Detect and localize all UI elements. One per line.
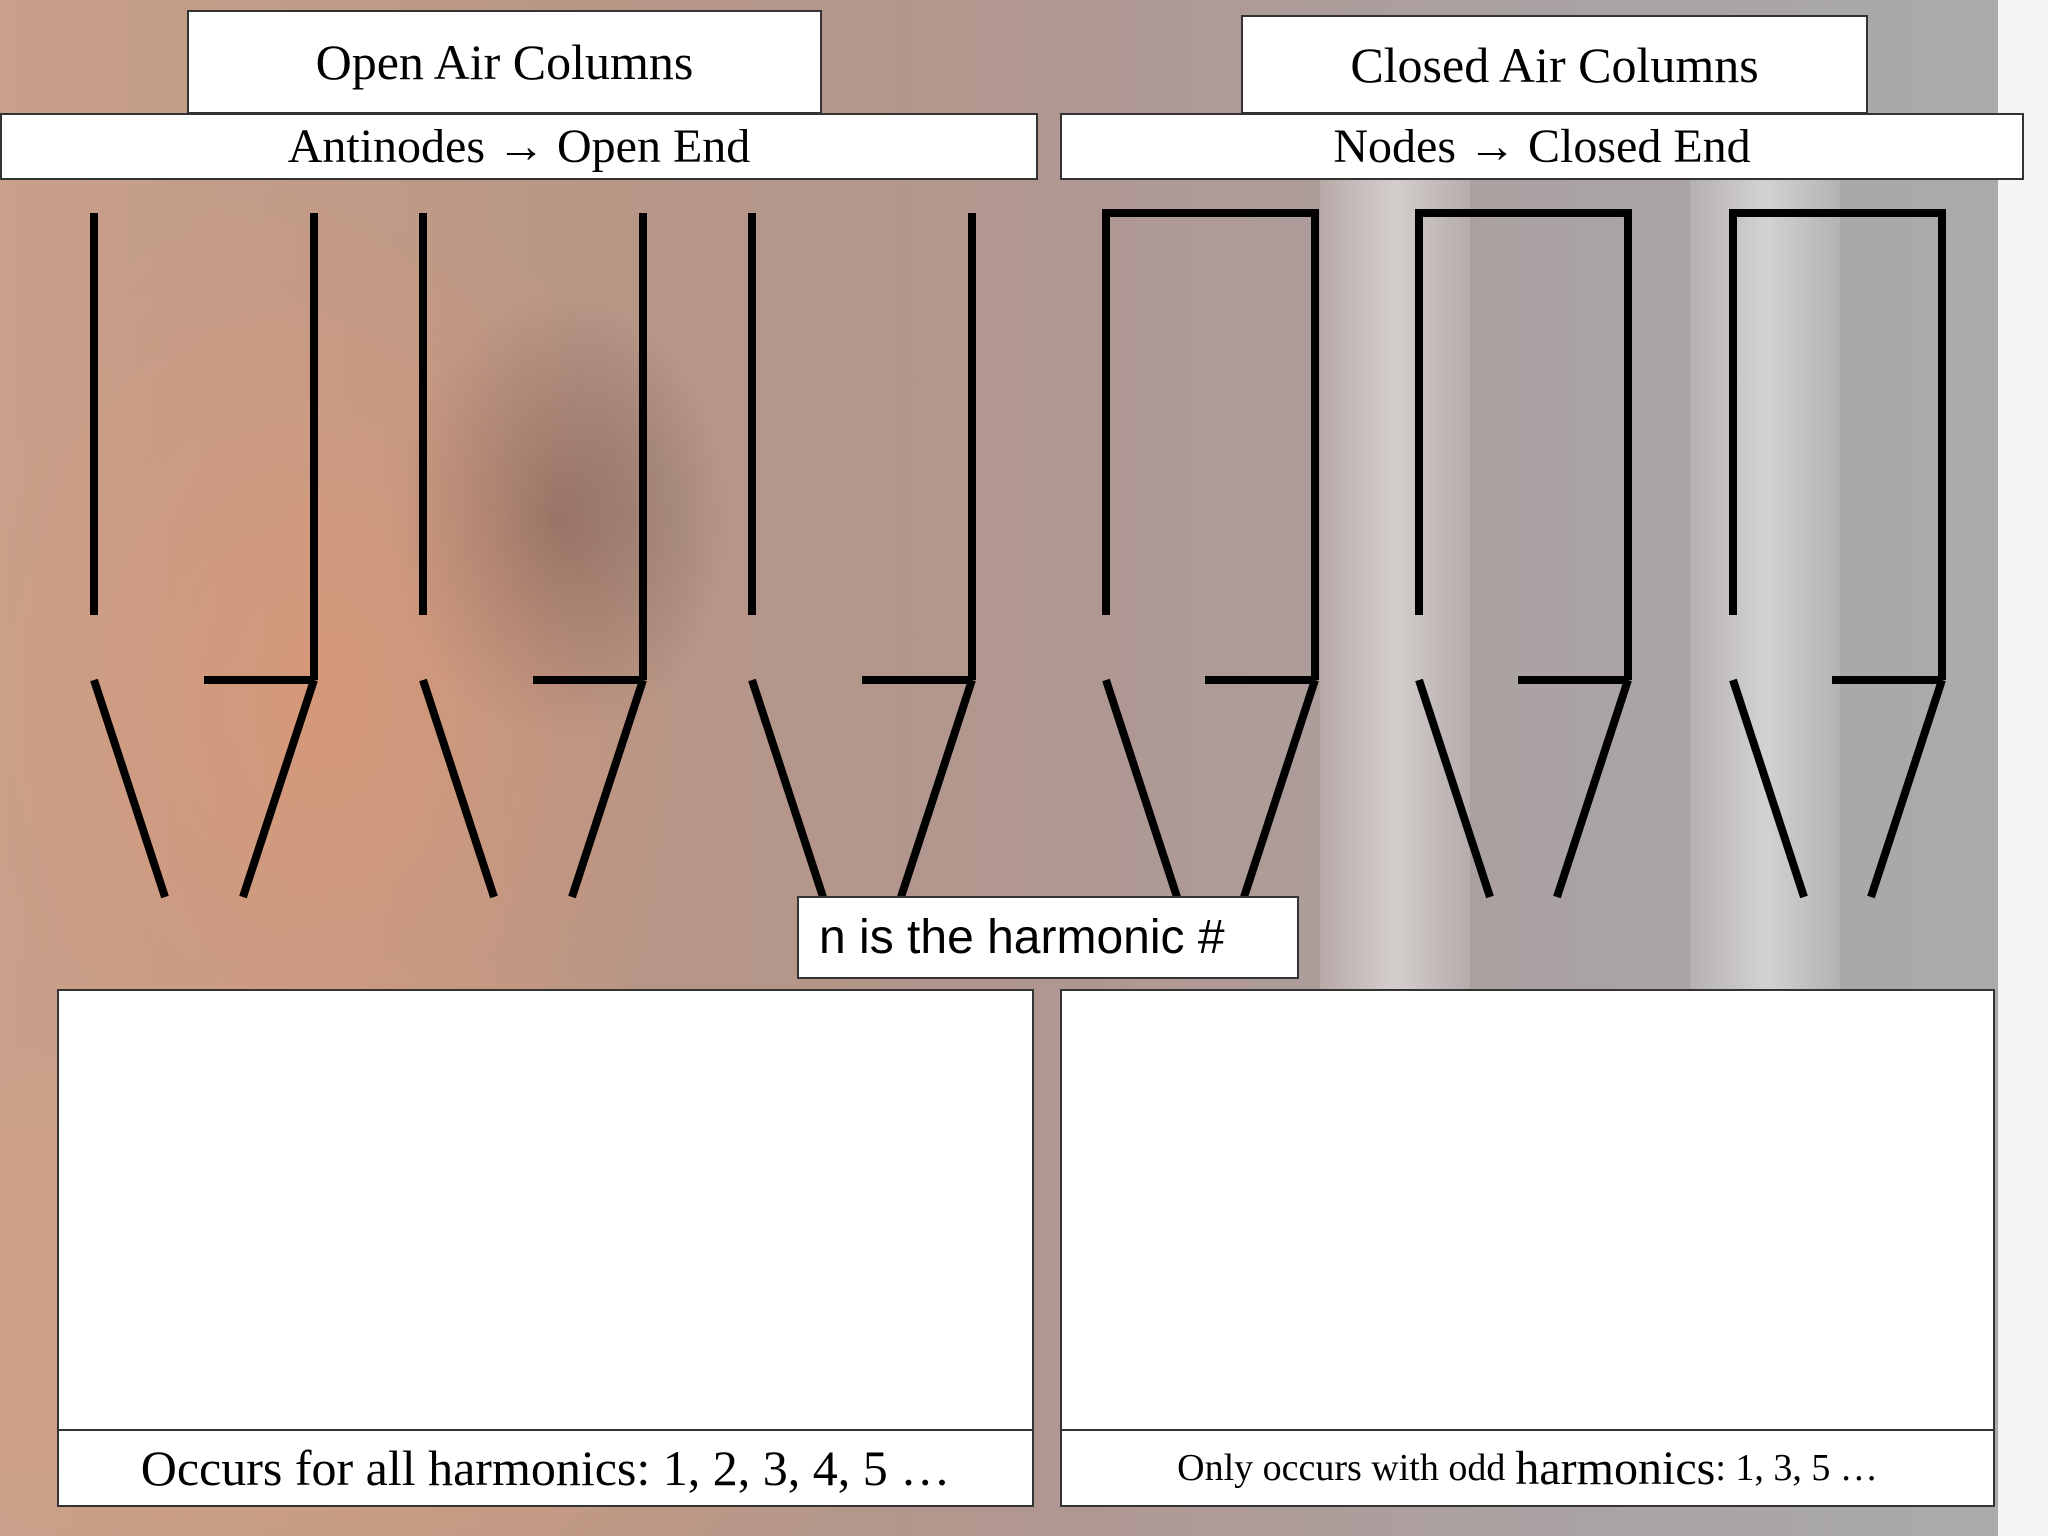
open-column-flare-right [897, 678, 976, 899]
open-column-1 [90, 213, 318, 899]
closed-columns-title-text: Closed Air Columns [1350, 36, 1759, 93]
open-columns-title: Open Air Columns [187, 10, 822, 114]
closed-end-rule-text: Nodes → Closed End [1333, 120, 1751, 173]
closed-column-wall [1729, 209, 1946, 680]
open-harmonics-footer-text: Occurs for all harmonics: 1, 2, 3, 4, 5 … [140, 1440, 951, 1496]
closed-column-flare-left [1415, 678, 1494, 899]
closed-column-3 [1729, 209, 1946, 899]
open-column-flare-right [239, 678, 318, 899]
background-stripe [1690, 180, 1840, 1000]
open-column-flare-left [419, 678, 498, 899]
background-edge [1998, 0, 2048, 1536]
open-harmonics-footer: Occurs for all harmonics: 1, 2, 3, 4, 5 … [57, 1429, 1034, 1507]
closed-column-wall [1415, 209, 1632, 680]
closed-column-flare-left [1729, 678, 1808, 899]
closed-column-flare-left [1102, 678, 1181, 899]
closed-footer-text-small: Only occurs with odd [1177, 1447, 1506, 1489]
closed-columns-title: Closed Air Columns [1241, 15, 1868, 114]
closed-column-flare-right [1553, 678, 1632, 899]
closed-column-flare-right [1240, 678, 1319, 899]
closed-formula-area [1060, 989, 1995, 1431]
harmonic-note-text: n is the harmonic # [819, 911, 1225, 964]
closed-column-1 [1102, 209, 1319, 899]
open-column-flare-right [568, 678, 647, 899]
open-column-flare-left [90, 678, 169, 899]
closed-column-flare-right [1867, 678, 1946, 899]
open-column-3 [748, 213, 976, 899]
open-column-2 [419, 213, 647, 899]
open-end-rule-text: Antinodes → Open End [287, 120, 751, 173]
background-stripe [1320, 180, 1470, 1000]
closed-column-wall [1102, 209, 1319, 680]
closed-end-rule: Nodes → Closed End [1060, 113, 2024, 180]
harmonic-note: n is the harmonic # [797, 896, 1299, 979]
open-column-flare-left [748, 678, 827, 899]
open-columns-title-text: Open Air Columns [315, 34, 694, 90]
closed-column-2 [1415, 209, 1632, 899]
open-end-rule: Antinodes → Open End [0, 113, 1038, 180]
closed-footer-text-tail: : 1, 3, 5 … [1715, 1447, 1878, 1489]
closed-footer-text-large: harmonics [1515, 1441, 1716, 1495]
closed-harmonics-footer: Only occurs with odd harmonics : 1, 3, 5… [1060, 1429, 1995, 1507]
open-formula-area [57, 989, 1034, 1431]
